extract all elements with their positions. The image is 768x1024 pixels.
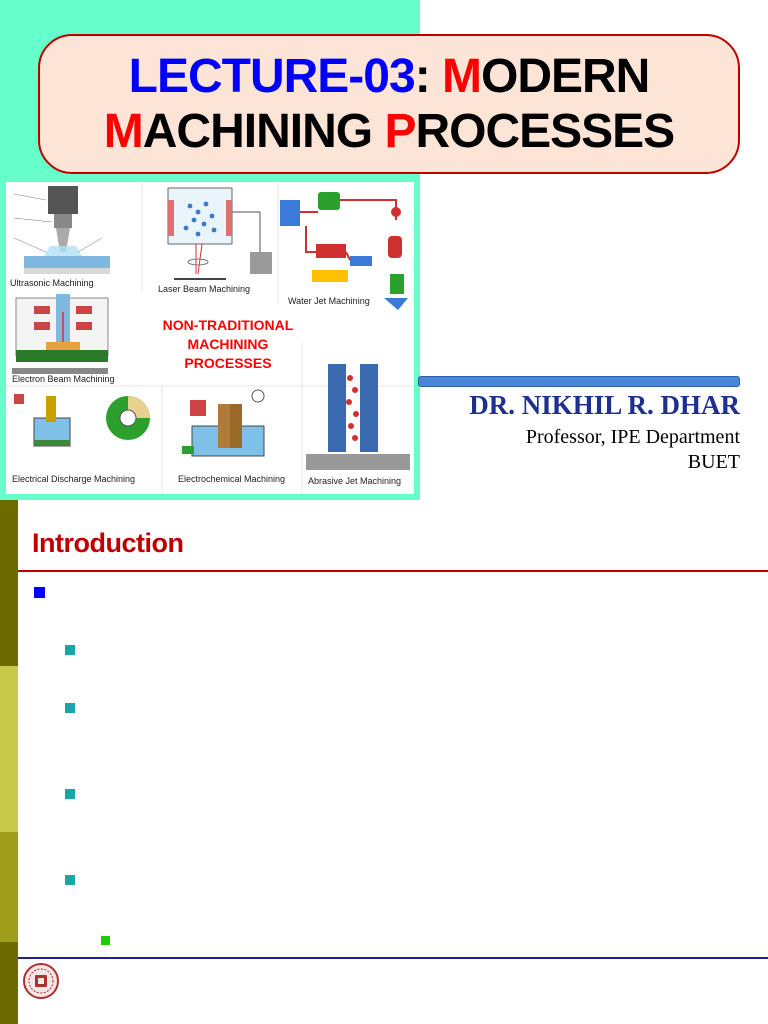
water-jet-machining-diagram: Water Jet Machining (280, 192, 408, 310)
footer-divider (18, 957, 768, 959)
author-role: Professor, IPE Department (525, 426, 740, 448)
caption-electrochemical: Electrochemical Machining (178, 474, 285, 484)
caption-electron-beam: Electron Beam Machining (12, 374, 115, 384)
lecture-title-line-2: MACHINING PROCESSES (103, 104, 675, 159)
caption-abrasive-jet: Abrasive Jet Machining (308, 476, 401, 486)
bullet-level-1 (34, 587, 45, 598)
center-label-line-1: NON-TRADITIONAL (163, 317, 294, 333)
side-strip-segment (0, 666, 18, 832)
bullet-level-2 (65, 645, 75, 655)
electrochemical-machining-diagram: Electrochemical Machining (178, 389, 285, 484)
title-segment: LECTURE-03 (128, 49, 416, 103)
introduction-slide: Introduction (0, 500, 768, 1024)
caption-laser: Laser Beam Machining (158, 284, 250, 294)
side-strip-segment (0, 832, 18, 942)
collage-center-label: NON-TRADITIONAL MACHINING PROCESSES (163, 317, 294, 371)
machining-processes-collage: Ultrasonic Machining Laser Be (6, 182, 414, 494)
title-segment: ROCESSES (415, 105, 675, 158)
center-label-line-2: MACHINING (188, 336, 269, 352)
title-segment: ODERN (481, 49, 650, 103)
slide-heading: Introduction (32, 528, 184, 558)
abrasive-jet-machining-diagram: Abrasive Jet Machining (306, 364, 410, 486)
title-slide: LECTURE-03: MODERN MACHINING PROCESSES (0, 0, 768, 500)
side-strip-segment (0, 942, 18, 1024)
bullet-level-3 (101, 936, 110, 945)
bullet-level-2 (65, 789, 75, 799)
caption-electrical-discharge: Electrical Discharge Machining (12, 474, 135, 484)
caption-ultrasonic: Ultrasonic Machining (10, 278, 94, 288)
collage-illustration: Ultrasonic Machining Laser Be (6, 182, 414, 494)
university-logo-icon (23, 963, 59, 999)
title-segment: ACHINING (142, 105, 385, 158)
laser-beam-machining-diagram: Laser Beam Machining (158, 187, 272, 294)
bullet-level-2 (65, 703, 75, 713)
title-segment: P (384, 105, 416, 158)
author-institution: BUET (687, 451, 740, 473)
center-label-line-3: PROCESSES (184, 355, 271, 371)
slide-side-strip (0, 500, 18, 1024)
author-accent-bar (418, 376, 740, 387)
title-segment: : (414, 49, 443, 103)
ultrasonic-machining-diagram: Ultrasonic Machining (10, 186, 110, 288)
lecture-title-line-1: LECTURE-03: MODERN (128, 49, 651, 104)
electrical-discharge-machining-diagram: Electrical Discharge Machining (12, 394, 150, 484)
author-name: DR. NIKHIL R. DHAR (469, 390, 740, 420)
side-strip-segment (0, 500, 18, 666)
electron-beam-machining-diagram: Electron Beam Machining (12, 294, 115, 384)
caption-water-jet: Water Jet Machining (288, 296, 370, 306)
title-segment: M (442, 49, 482, 103)
title-segment: M (103, 105, 144, 158)
lecture-title-box: LECTURE-03: MODERN MACHINING PROCESSES (38, 34, 740, 174)
bullet-level-2 (65, 875, 75, 885)
heading-underline (18, 570, 768, 572)
